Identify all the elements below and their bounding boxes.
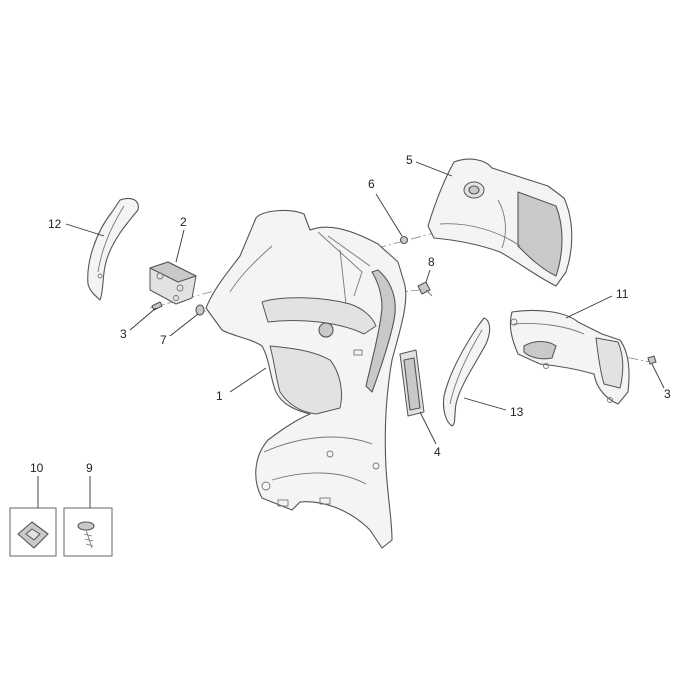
callout-3-right: 3 [664,387,671,401]
inset-box-part-9 [63,507,113,557]
callout-7: 7 [160,333,167,347]
callout-3-left: 3 [120,327,127,341]
part-8-screw [417,281,433,297]
callout-8: 8 [428,255,435,269]
part-4-grille [399,349,425,417]
part-11-lower-trim [509,309,630,405]
part-6-ring [399,235,409,245]
part-1-inner-fairing [205,209,407,549]
callout-9: 9 [86,461,93,475]
callout-6: 6 [368,177,375,191]
part-13-side-trim [442,317,491,427]
callout-5: 5 [406,153,413,167]
part-7-clip [195,304,205,316]
callout-4: 4 [434,445,441,459]
part-3-screw-left [151,301,163,311]
callout-10: 10 [30,461,44,475]
inset-box-part-10 [9,507,57,557]
part-2-bracket [149,261,197,305]
callout-1: 1 [216,389,223,403]
part-5-upper-cover [427,158,573,287]
callout-11: 11 [616,287,629,301]
leader-lines [37,161,665,508]
part-12-trim-strip [87,197,139,301]
callout-13: 13 [510,405,524,419]
callout-12: 12 [48,217,62,231]
part-3-screw-right [647,355,657,365]
callout-2: 2 [180,215,187,229]
